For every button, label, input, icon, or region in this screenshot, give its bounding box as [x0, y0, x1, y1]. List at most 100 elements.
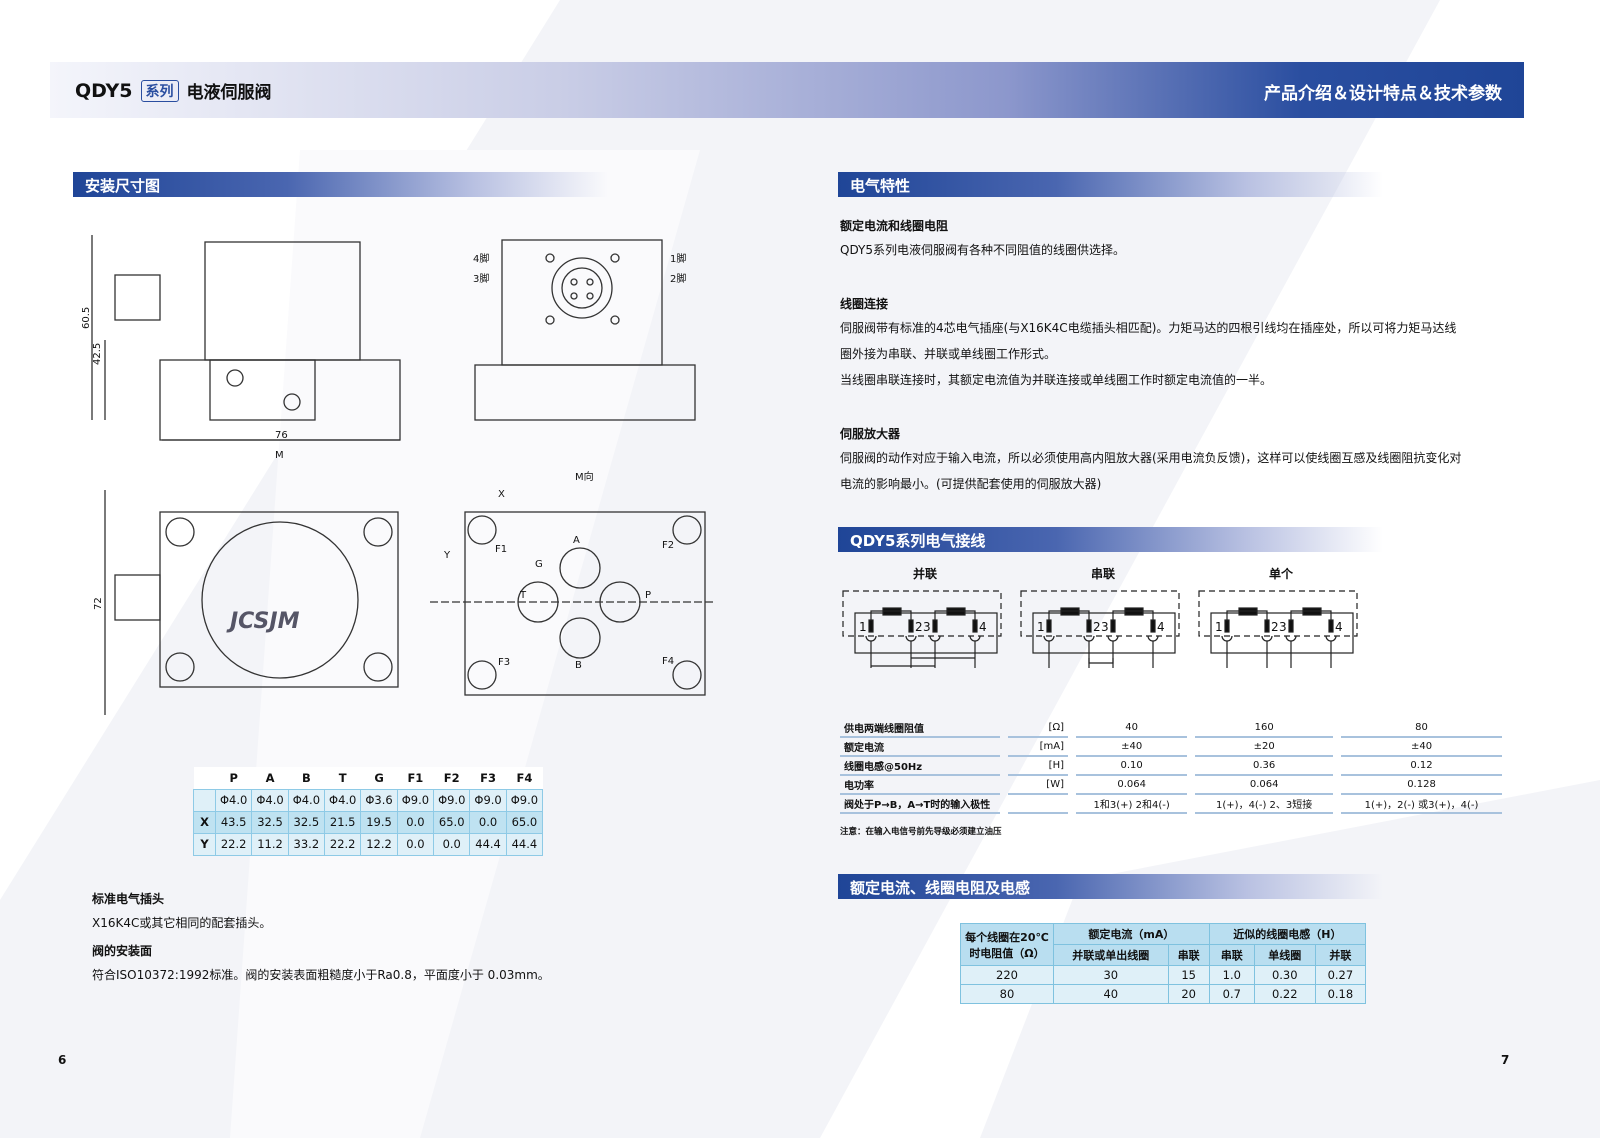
table-cell: 43.5 [214, 810, 253, 834]
table-cell: 19.5 [360, 810, 398, 834]
param-unit [1008, 794, 1068, 814]
table-cell: 80 [960, 984, 1054, 1004]
table-cell: 12.2 [360, 832, 398, 856]
svg-text:P: P [645, 590, 651, 601]
param-unit: [Ω] [1008, 718, 1068, 738]
front-view-drawing [474, 239, 696, 421]
table-cell: 15 [1167, 965, 1210, 985]
side-view-drawing [91, 235, 401, 441]
table-cell: Φ4.0 [214, 788, 253, 812]
table-cell: Φ3.6 [360, 788, 398, 812]
table-cell: 22.2 [324, 832, 362, 856]
coil-text: 伺服阀带有标准的4芯电气插座(与X16K4C电缆插头相匹配)。力矩马达的四根引线… [840, 321, 1457, 335]
table-cell: ±20 [1195, 737, 1334, 757]
svg-text:JCSJM: JCSJM [226, 609, 300, 634]
svg-text:1: 1 [1037, 620, 1045, 634]
table-cell: 11.2 [251, 832, 289, 856]
rated-text: QDY5系列电液伺服阀有各种不同阻值的线圈供选择。 [840, 243, 1125, 257]
svg-text:Y: Y [443, 550, 451, 561]
table-cell: Φ9.0 [433, 788, 471, 812]
model-name: QDY5 [75, 79, 133, 102]
param-unit: [mA] [1008, 737, 1068, 757]
svg-text:2脚: 2脚 [670, 272, 686, 285]
table-cell: Φ4.0 [251, 788, 289, 812]
table-cell: Φ4.0 [287, 788, 326, 812]
svg-text:4脚: 4脚 [473, 252, 489, 265]
page-number-right: 7 [1501, 1053, 1510, 1067]
header-band [50, 62, 1524, 118]
table-cell: Φ4.0 [324, 788, 362, 812]
row-label: Y [193, 832, 216, 856]
table-cell: 33.2 [287, 832, 326, 856]
table-cell: 0.30 [1253, 965, 1316, 985]
table-cell: ±40 [1076, 737, 1188, 757]
svg-text:1脚: 1脚 [670, 252, 686, 265]
svg-text:F4: F4 [662, 656, 674, 667]
svg-text:60.5: 60.5 [81, 307, 92, 329]
param-name: 阀处于P→B，A→T时的输入极性 [840, 794, 1000, 814]
svg-text:3: 3 [923, 620, 931, 634]
table-cell: 0.10 [1076, 756, 1188, 776]
section-title-dimensions: 安装尺寸图 [73, 172, 608, 197]
table-cell: 0.0 [433, 832, 471, 856]
coil-text: 圈外接为串联、并联或单线圈工作形式。 [840, 347, 1057, 361]
svg-text:串联: 串联 [1091, 566, 1115, 581]
plug-title: 标准电气插头 [92, 892, 165, 906]
table-cell: Φ9.0 [505, 788, 544, 812]
table-cell: 40 [1053, 984, 1169, 1004]
table-cell: 1(+)，4(-) 2、3短接 [1195, 794, 1334, 814]
table-cell: 0.128 [1341, 775, 1502, 795]
section-title-wiring: QDY5系列电气接线 [838, 527, 1383, 552]
table-cell: 0.0 [396, 832, 435, 856]
mount-title: 阀的安装面 [92, 944, 153, 958]
table-cell: 0.22 [1253, 984, 1316, 1004]
top-view-drawing [104, 490, 399, 715]
mounting-face-drawing [430, 511, 715, 696]
table-cell: 0.36 [1195, 756, 1334, 776]
svg-text:F3: F3 [498, 657, 510, 668]
svg-text:F2: F2 [662, 540, 674, 551]
svg-text:X: X [498, 489, 505, 500]
table-cell: Φ9.0 [396, 788, 435, 812]
svg-text:B: B [575, 660, 582, 671]
svg-text:3: 3 [1101, 620, 1109, 634]
header-title: QDY5 系列 电液伺服阀 [75, 78, 272, 103]
rated-title: 额定电流和线圈电阻 [840, 219, 949, 233]
svg-text:1: 1 [859, 620, 867, 634]
svg-text:G: G [535, 559, 543, 570]
table-cell: 0.064 [1195, 775, 1334, 795]
coil-title: 线圈连接 [840, 297, 889, 311]
svg-text:单个: 单个 [1269, 566, 1294, 581]
mount-text: 符合ISO10372:1992标准。阀的安装表面粗糙度小于Ra0.8，平面度小于… [92, 968, 550, 982]
table-cell: 0.18 [1314, 984, 1367, 1004]
svg-text:2: 2 [915, 620, 923, 634]
param-name: 供电两端线圈阻值 [840, 718, 1000, 738]
table-cell: 20 [1167, 984, 1210, 1004]
table-cell: ±40 [1341, 737, 1502, 757]
svg-text:并联: 并联 [913, 566, 937, 581]
table-cell: 1(+)，2(-) 或3(+)，4(-) [1341, 794, 1502, 814]
series-badge: 系列 [140, 79, 179, 102]
svg-text:76: 76 [275, 430, 288, 441]
table-cell: 22.2 [214, 832, 253, 856]
param-unit: [H] [1008, 756, 1068, 776]
svg-text:2: 2 [1093, 620, 1101, 634]
table-cell: 65.0 [433, 810, 471, 834]
table-cell: 80 [1341, 718, 1502, 738]
svg-text:4: 4 [1157, 620, 1165, 634]
table-cell: 0.0 [469, 810, 507, 834]
svg-text:3脚: 3脚 [473, 272, 489, 285]
section-title-rated: 额定电流、线圈电阻及电感 [838, 874, 1383, 899]
table-cell: Φ9.0 [469, 788, 507, 812]
svg-text:M向: M向 [575, 470, 594, 483]
svg-text:3: 3 [1279, 620, 1287, 634]
